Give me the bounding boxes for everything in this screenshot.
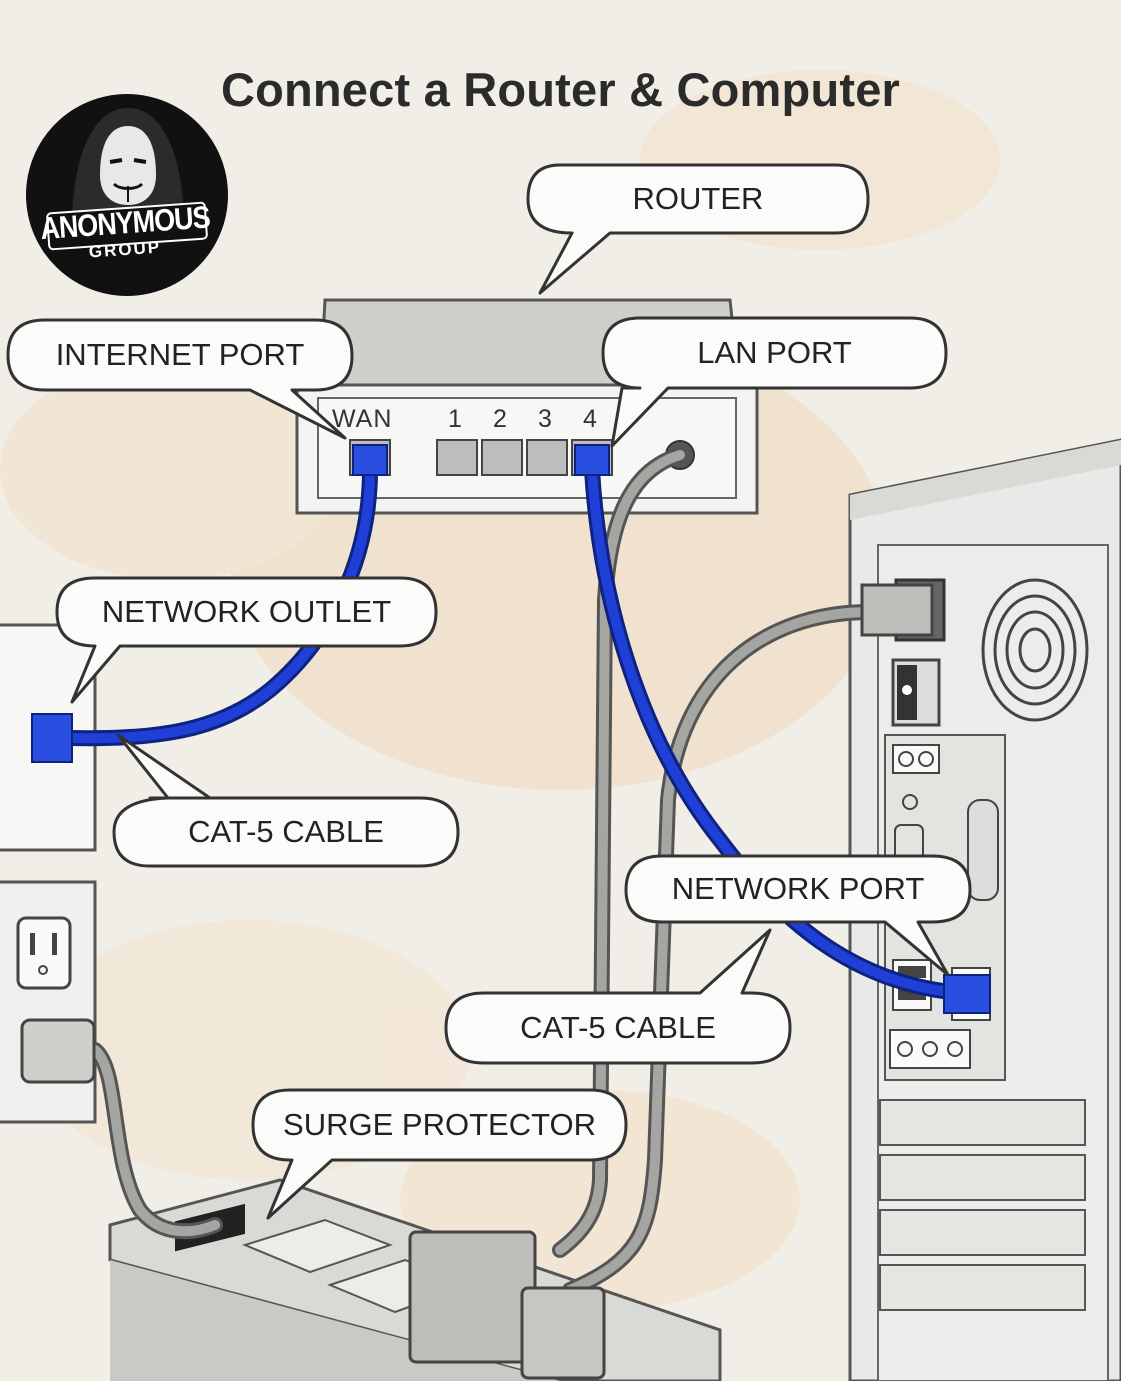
lan-port-2 (481, 439, 523, 476)
callout-cat5-cable-left: CAT-5 CABLE (188, 814, 384, 849)
cat5-cables (62, 462, 958, 1000)
power-plug-wall (20, 1018, 96, 1084)
callout-router: ROUTER (632, 181, 764, 216)
port-label-3: 3 (538, 405, 553, 433)
callout-internet-port: INTERNET PORT (55, 337, 305, 372)
rj45-plug-wall (31, 713, 73, 763)
lan-port-1 (436, 439, 478, 476)
outlet-socket (16, 916, 72, 990)
callout-lan-port: LAN PORT (697, 335, 852, 370)
page-title: Connect a Router & Computer (220, 63, 901, 116)
fan-icon (981, 578, 1089, 722)
rj45-plug-computer (943, 974, 991, 1014)
port-label-1: 1 (448, 405, 463, 433)
computer-tower (848, 438, 1121, 1381)
port-label-4: 4 (583, 405, 598, 433)
port-label-2: 2 (493, 405, 508, 433)
callout-surge-protector: SURGE PROTECTOR (283, 1107, 596, 1142)
callout-network-port: NETWORK PORT (671, 871, 925, 906)
lan-port-3 (526, 439, 568, 476)
callout-cat5-cable-right: CAT-5 CABLE (520, 1010, 716, 1045)
callout-bubbles (6, 163, 972, 1220)
callout-network-outlet: NETWORK OUTLET (101, 594, 392, 629)
hooded-mask-icon (72, 108, 184, 215)
rj45-plug-wan (352, 444, 388, 476)
port-label-wan: WAN (332, 405, 393, 433)
power-plug-tower (860, 583, 934, 637)
logo-badge (26, 94, 228, 296)
rj45-plug-lan (574, 444, 610, 476)
power-adapter (408, 1230, 537, 1364)
power-plug-strip (520, 1286, 606, 1380)
